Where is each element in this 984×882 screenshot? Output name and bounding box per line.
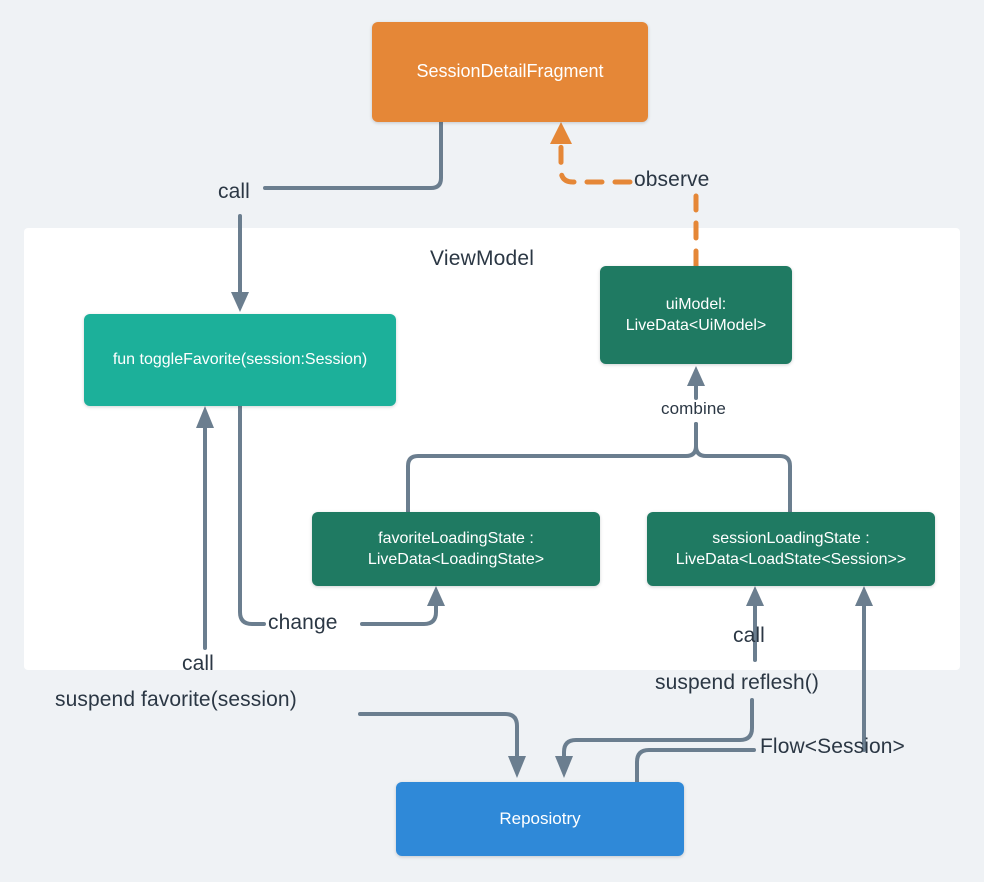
- node-session-detail-fragment[interactable]: SessionDetailFragment: [372, 22, 648, 122]
- edge-label-call-left: call: [182, 652, 214, 675]
- node-favorite-loading-state-label-line1: favoriteLoadingState :: [378, 529, 534, 547]
- edge-label-combine: combine: [661, 399, 726, 418]
- arrowhead-call-to-toggle: [231, 292, 249, 312]
- node-session-loading-state-label-line2: LiveData<LoadState<Session>>: [675, 551, 907, 568]
- arrowhead-flow-to-session-state: [855, 586, 873, 606]
- edge-suspend-favorite: [358, 712, 519, 762]
- node-session-loading-state-label-line1: sessionLoadingState :: [712, 529, 870, 547]
- viewmodel-panel-title: ViewModel: [430, 247, 535, 270]
- edge-label-flow-session: Flow<Session>: [760, 735, 905, 758]
- edge-combine-left-branch: [406, 422, 698, 514]
- node-ui-model[interactable]: uiModel: LiveData<UiModel>: [600, 266, 792, 364]
- node-session-detail-fragment-label: SessionDetailFragment: [416, 61, 604, 82]
- node-toggle-favorite[interactable]: fun toggleFavorite(session:Session): [84, 314, 396, 406]
- node-repository[interactable]: Reposiotry: [396, 782, 684, 856]
- edge-label-suspend-reflesh: suspend reflesh(): [655, 671, 819, 694]
- edge-label-call-top: call: [218, 180, 250, 203]
- arrowhead-call-left-to-toggle: [196, 406, 214, 428]
- arrowhead-change-to-favorite-state: [427, 586, 445, 606]
- node-favorite-loading-state-label-line2: LiveData<LoadingState>: [367, 551, 545, 568]
- edge-call-fragment-to-toggle-seg1: [263, 120, 443, 190]
- edge-change-seg2: [360, 600, 438, 626]
- node-ui-model-label-line2: LiveData<UiModel>: [625, 317, 767, 334]
- edge-label-observe: observe: [634, 168, 710, 191]
- viewmodel-panel: [24, 228, 960, 670]
- edge-label-change: change: [268, 611, 338, 634]
- arrowhead-combine-to-uimodel: [687, 366, 705, 386]
- edge-combine-right-branch: [694, 422, 792, 514]
- node-favorite-loading-state[interactable]: favoriteLoadingState : LiveData<LoadingS…: [312, 512, 600, 586]
- arrowhead-call-right-to-session-state: [746, 586, 764, 606]
- arrowhead-suspend-favorite-to-repo: [508, 756, 526, 778]
- edge-suspend-reflesh: [562, 698, 754, 762]
- edge-flow-seg1: [635, 748, 756, 784]
- edge-change-seg1: [238, 404, 266, 626]
- edge-label-call-right: call: [733, 624, 765, 647]
- node-toggle-favorite-label: fun toggleFavorite(session:Session): [112, 351, 368, 369]
- edge-observe-seg2: [558, 137, 633, 185]
- node-ui-model-label-line1: uiModel:: [665, 295, 727, 313]
- node-repository-label: Reposiotry: [499, 808, 581, 828]
- arrowhead-observe-to-fragment: [550, 122, 572, 144]
- edge-label-suspend-favorite: suspend favorite(session): [55, 688, 297, 711]
- node-session-loading-state[interactable]: sessionLoadingState : LiveData<LoadState…: [647, 512, 935, 586]
- arrowhead-suspend-reflesh-to-repo: [555, 756, 573, 778]
